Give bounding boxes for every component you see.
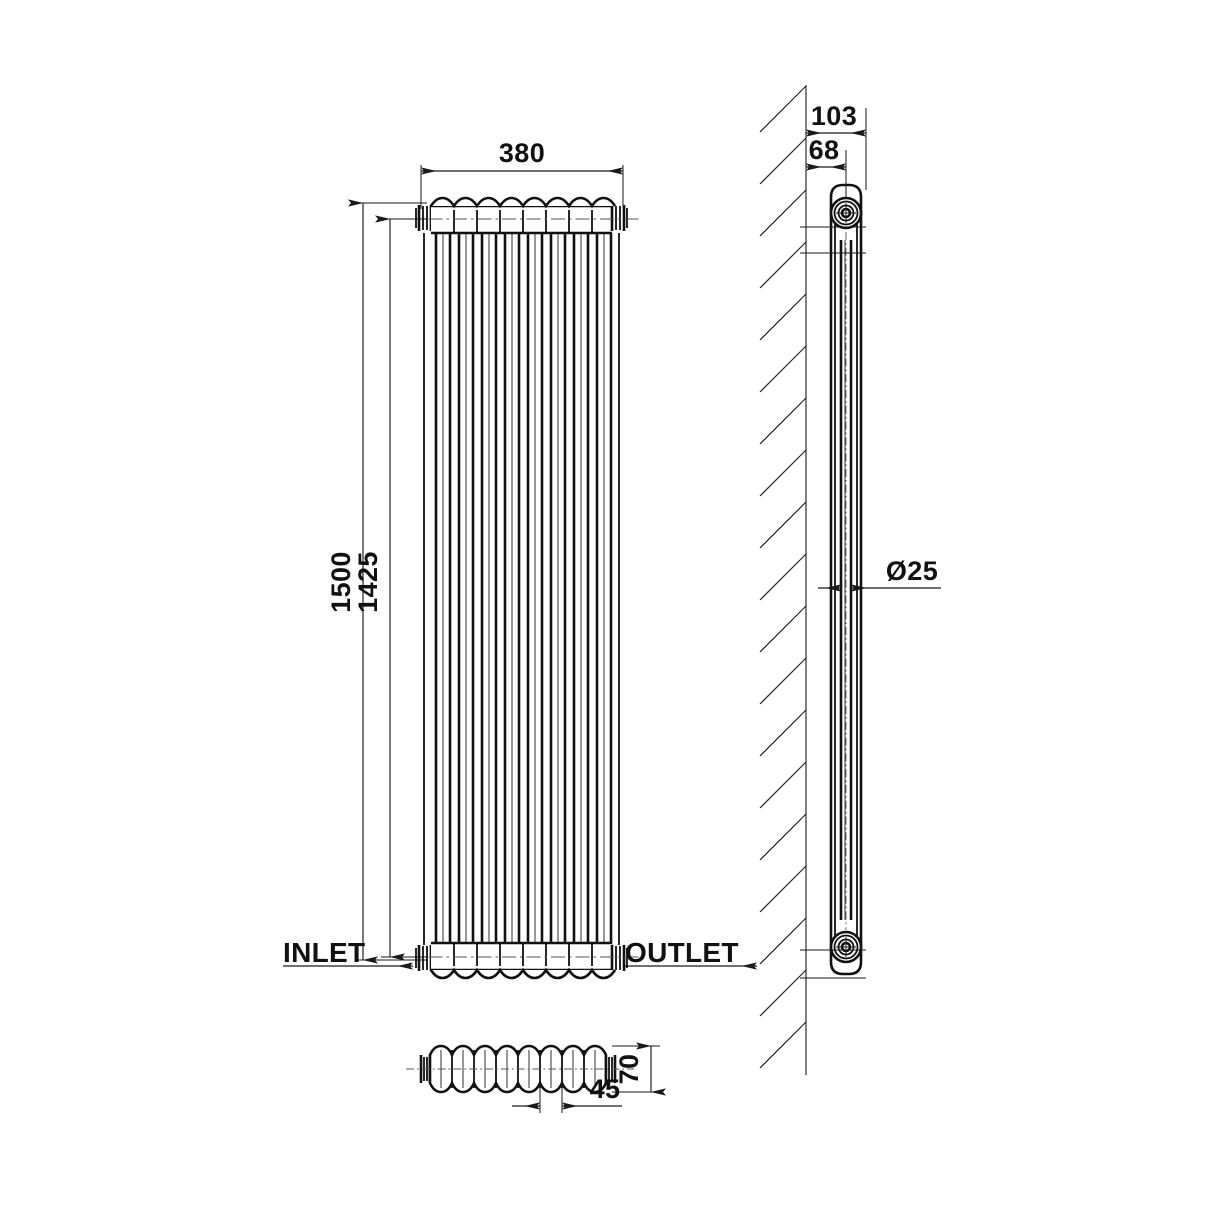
dimension-d25-group: Ø25: [818, 556, 941, 592]
dim-1500-label: 1500: [326, 551, 356, 613]
inlet-label: INLET: [283, 937, 365, 968]
front-bottom-header: [404, 941, 640, 980]
dim-d25-label: Ø25: [886, 556, 938, 586]
wall-hatching: [759, 85, 807, 1069]
plan-section-view: [406, 1044, 634, 1094]
dimension-380-group: 380: [420, 138, 624, 209]
front-column-tubes: [423, 233, 620, 945]
dim-45-label: 45: [590, 1074, 621, 1104]
inlet-outlet-group: INLET OUTLET: [283, 937, 757, 970]
side-bottom-valve: [829, 930, 863, 964]
dim-70-label: 70: [614, 1054, 644, 1085]
front-elevation-view: [404, 196, 640, 980]
side-elevation-view: [759, 85, 866, 1075]
side-body-outline: [829, 183, 863, 976]
dim-68-label: 68: [809, 135, 840, 165]
dimension-70-group: 70: [612, 1042, 666, 1096]
dim-1425-label: 1425: [353, 551, 383, 613]
dimension-103-group: 103: [805, 101, 867, 190]
outlet-label: OUTLET: [625, 937, 739, 968]
side-top-valve: [829, 196, 863, 230]
dimension-68-group: 68: [805, 135, 847, 198]
wall-bracket-leaders: [800, 226, 866, 979]
dim-103-label: 103: [811, 101, 857, 131]
dimension-1425-group: 1425: [353, 215, 427, 961]
dimension-45-group: 45: [512, 1074, 622, 1113]
dim-380-label: 380: [499, 138, 545, 168]
front-top-header: [404, 196, 640, 235]
